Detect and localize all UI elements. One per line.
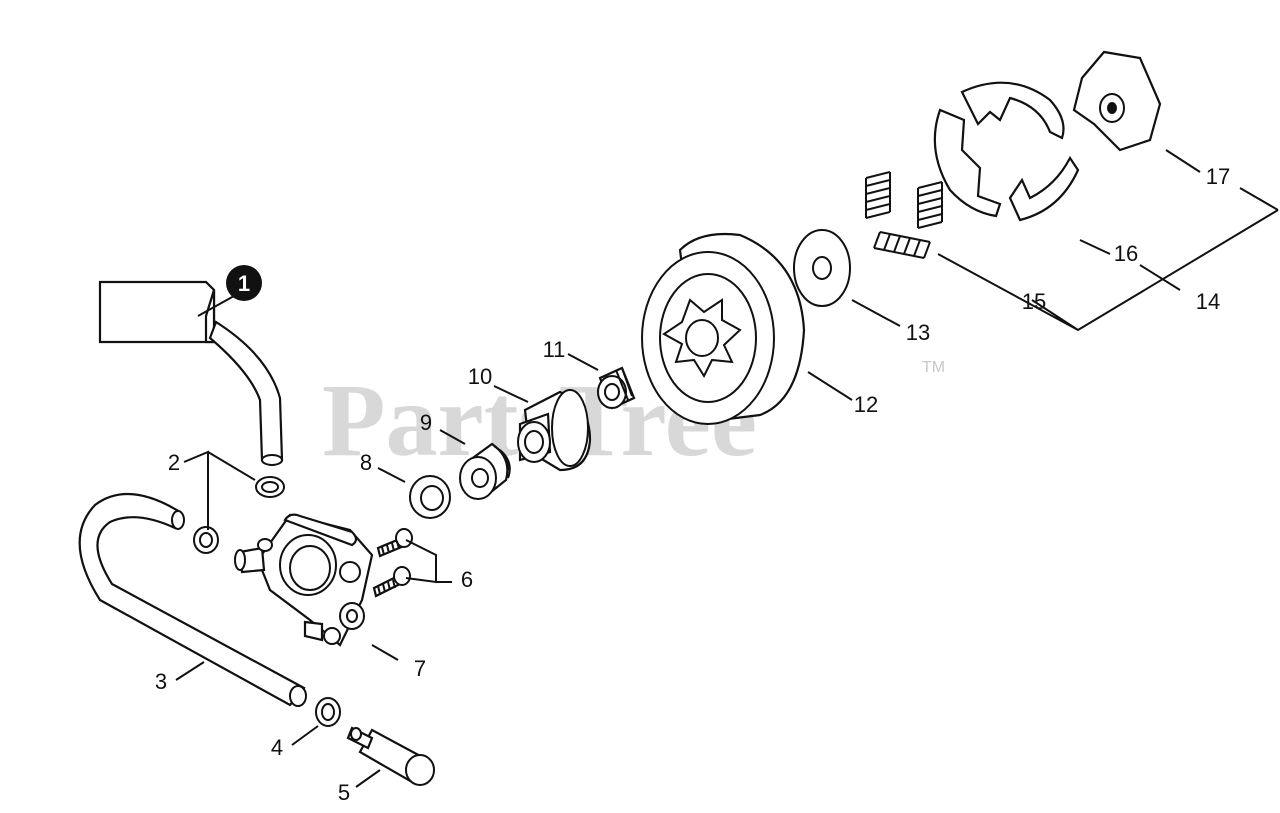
callout-12[interactable]: 12: [854, 392, 878, 417]
callout-5[interactable]: 5: [338, 780, 350, 805]
part-8-washer[interactable]: [409, 475, 451, 519]
leader-lines: [175, 149, 1279, 788]
part-5-oil-strainer[interactable]: [346, 726, 435, 786]
part-13-washer[interactable]: [793, 229, 851, 307]
callout-labels: 1 2 3 4 5 6 7 8 9 10 11 12 13 14 15 16 1…: [155, 164, 1230, 805]
callout-8[interactable]: 8: [360, 450, 372, 475]
callout-9[interactable]: 9: [420, 410, 432, 435]
callout-15[interactable]: 15: [1022, 289, 1046, 314]
callout-13[interactable]: 13: [906, 320, 930, 345]
part-10-drive-hub[interactable]: [517, 389, 592, 472]
part-3-oil-line[interactable]: [78, 493, 307, 707]
part-11-needle-bearing[interactable]: [597, 366, 636, 410]
part-9-worm-gear[interactable]: [459, 442, 511, 500]
callout-14[interactable]: 14: [1196, 289, 1220, 314]
callout-16[interactable]: 16: [1114, 241, 1138, 266]
callout-1-label: 1: [238, 271, 250, 296]
part-12-clutch-drum[interactable]: [641, 232, 806, 425]
watermark-trademark: TM: [922, 359, 945, 376]
callout-6[interactable]: 6: [461, 567, 473, 592]
callout-1-badge: [226, 265, 262, 301]
callout-4[interactable]: 4: [271, 735, 283, 760]
callout-10[interactable]: 10: [468, 364, 492, 389]
part-1-oil-hose[interactable]: [98, 280, 284, 466]
callout-1[interactable]: 1: [226, 265, 262, 301]
watermark: PartsTree TM: [322, 359, 945, 478]
part-17-clutch-hub[interactable]: [1072, 50, 1162, 152]
callout-17[interactable]: 17: [1206, 164, 1230, 189]
part-4-grommet[interactable]: [315, 697, 341, 727]
part-15-springs[interactable]: [865, 171, 943, 259]
callout-3[interactable]: 3: [155, 669, 167, 694]
part-6-screws[interactable]: [372, 528, 413, 598]
callout-7[interactable]: 7: [414, 656, 426, 681]
part-16-clutch-shoes[interactable]: [933, 81, 1080, 222]
part-2-clamp[interactable]: [193, 476, 285, 554]
callout-2[interactable]: 2: [168, 450, 180, 475]
callout-11[interactable]: 11: [543, 337, 566, 362]
part-7-oil-pump[interactable]: [234, 513, 374, 647]
